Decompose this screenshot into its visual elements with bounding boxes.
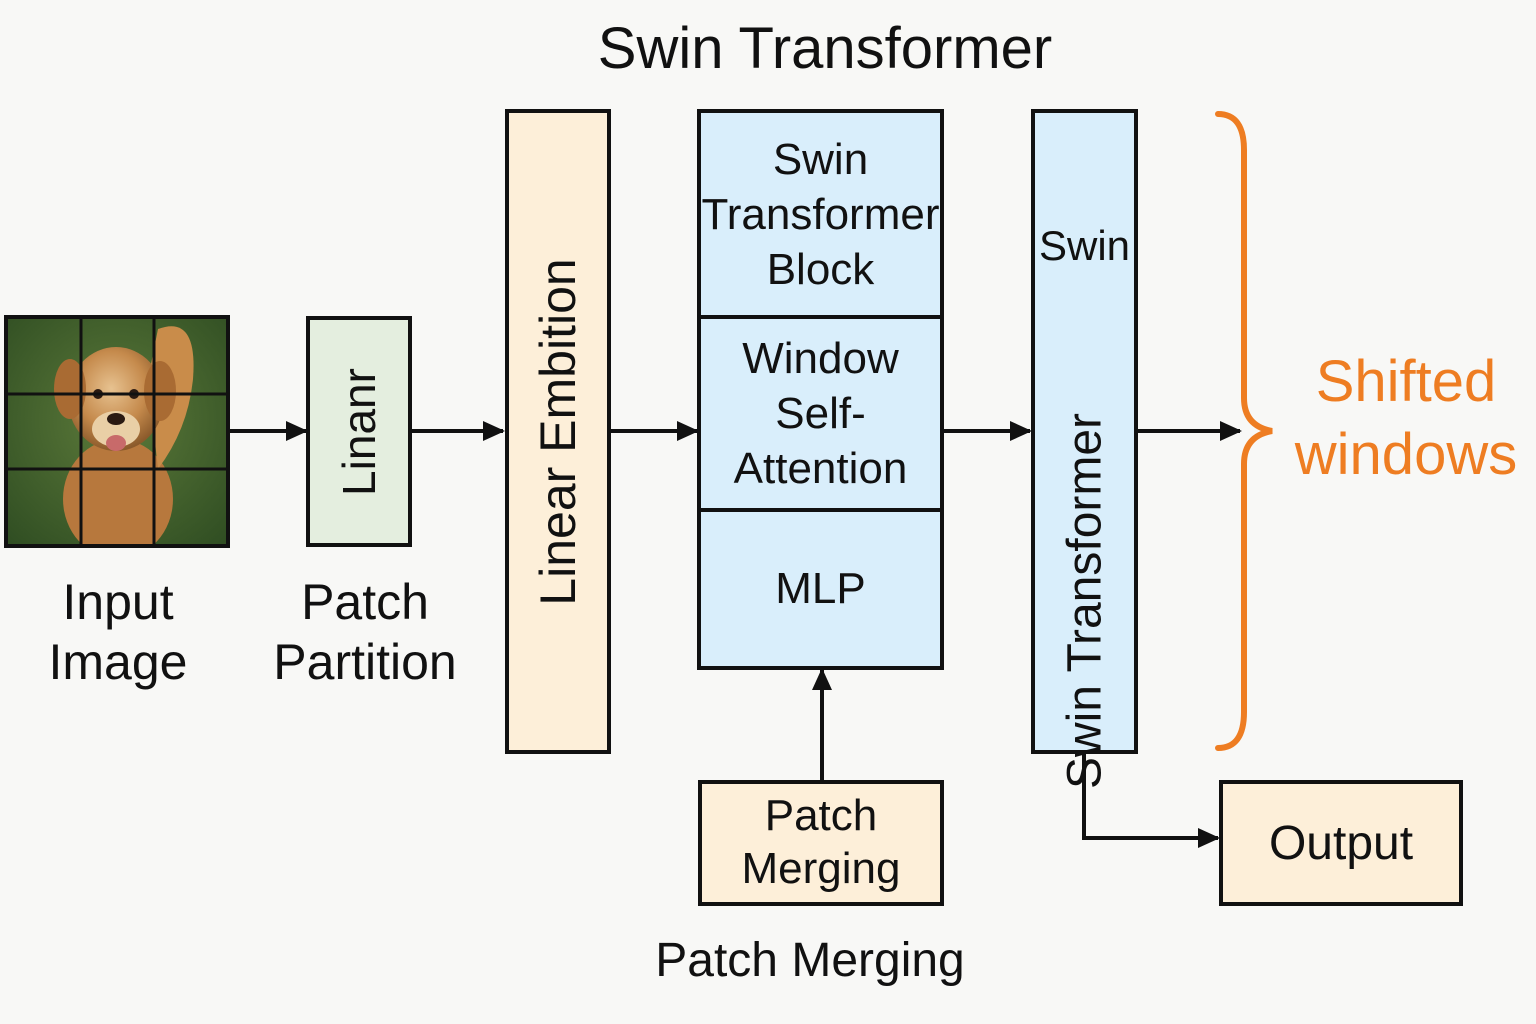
output-box: Output	[1219, 780, 1463, 906]
swin-block-stack: Swin Transformer Block Window Self- Atte…	[697, 109, 944, 670]
input-image-label-line1: Input	[62, 574, 174, 630]
patch-partition-label-line2: Partition	[273, 634, 457, 690]
patch-partition-label-line1: Patch	[301, 574, 429, 630]
input-image	[4, 315, 230, 548]
linear-embedding-box: Linear Embition	[505, 109, 611, 754]
swin-tall-vertical-text: Swin Transformer	[1058, 412, 1111, 790]
diagram-title: Swin Transformer	[597, 16, 1053, 81]
swin-block-header-line3: Block	[766, 244, 875, 294]
patch-partition-box: Linanr	[306, 316, 412, 547]
window-self-attention: Window Self- Attention	[701, 319, 940, 512]
shifted-windows-line2: windows	[1294, 421, 1518, 487]
linear-embedding-text: Linear Embition	[530, 257, 586, 606]
patch-merging-caption: Patch Merging	[655, 934, 965, 987]
input-image-label: Input Image	[18, 572, 218, 692]
swin-block-header-line1: Swin	[772, 134, 869, 184]
patch-merging-box-line2: Merging	[741, 844, 901, 893]
shifted-windows-brace	[1215, 111, 1273, 751]
shifted-windows-label: Shifted windows	[1286, 346, 1526, 491]
mlp-block: MLP	[701, 512, 940, 666]
patch-partition-label: Patch Partition	[260, 572, 470, 692]
swin-tall-top-word: Swin	[1038, 222, 1131, 269]
window-self-attention-line3: Attention	[733, 444, 908, 493]
patch-merging-box-line1: Patch	[764, 791, 878, 841]
input-image-label-line2: Image	[48, 634, 188, 690]
dog-photo-icon	[8, 319, 226, 544]
window-self-attention-line2: Self-	[775, 389, 866, 438]
output-text: Output	[1268, 816, 1414, 870]
swin-block-header-line2: Transformer	[701, 189, 940, 239]
shifted-windows-line1: Shifted	[1315, 349, 1497, 414]
swin-transformer-tall-box: Swin Swin Transformer	[1031, 109, 1138, 789]
mlp-block-text: MLP	[775, 564, 866, 613]
arrow-swin-to-output	[1082, 752, 1220, 848]
window-self-attention-line1: Window	[742, 334, 899, 383]
patch-merging-box: Patch Merging	[698, 780, 944, 906]
patch-partition-box-text: Linanr	[333, 367, 385, 496]
swin-block-header: Swin Transformer Block	[701, 113, 940, 319]
